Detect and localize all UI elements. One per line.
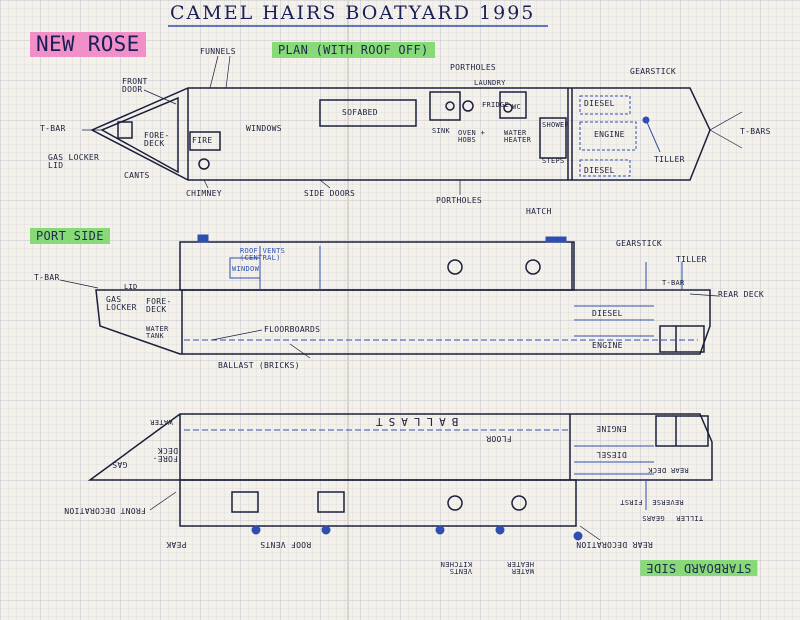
label-first: FIRST	[620, 498, 643, 506]
label-oven-hobs: OVEN + HOBS	[458, 129, 486, 144]
label-gas-starboard: GAS	[112, 460, 128, 469]
section-port: PORT SIDE	[30, 228, 110, 244]
label-vents-kitchen: VENTS KITCHEN	[440, 560, 472, 575]
port-leaders	[59, 279, 719, 359]
label-water-tank: WATER TANK	[146, 325, 169, 340]
label-steps: STEPS	[542, 157, 565, 165]
label-diesel-starboard: DIESEL	[596, 450, 627, 459]
label-fore-deck-starboard: FORE-DECK	[152, 446, 178, 463]
label-portholes: PORTHOLES	[436, 196, 483, 205]
port-side-details	[184, 234, 698, 341]
label-diesel-plan-bottom: DIESEL	[584, 166, 615, 175]
label-wc: WC	[512, 103, 522, 111]
label-front-door: FRONT DOOR	[122, 77, 148, 94]
label-chimney: CHIMNEY	[186, 189, 222, 198]
label-floorboards: FLOORBOARDS	[264, 325, 321, 334]
label-floor-starboard: FLOOR	[486, 434, 512, 443]
label-side-doors: SIDE DOORS	[304, 189, 356, 198]
label-water-starboard: WATER	[150, 418, 173, 426]
label-diesel-port: DIESEL	[592, 309, 623, 318]
label-laundry: LAUNDRY	[474, 79, 506, 87]
label-fore-deck-port: FORE-DECK	[146, 297, 172, 314]
label-hatch: HATCH	[526, 207, 552, 216]
label-fire: FIRE	[192, 136, 213, 145]
label-tiller-starboard: TILLER	[676, 514, 704, 522]
label-sofabed: SOFABED	[342, 108, 378, 117]
starboard-side-view	[87, 413, 713, 527]
section-starboard: STARBOARD SIDE	[640, 560, 758, 576]
label-gearstick-plan: GEARSTICK	[630, 67, 677, 76]
label-windows: WINDOWS	[246, 124, 282, 133]
label-engine-plan: ENGINE	[594, 130, 625, 139]
label-reverse: REVERSE	[652, 498, 684, 506]
starboard-side-details	[184, 429, 654, 541]
label-gearstick-port: GEARSTICK	[616, 239, 663, 248]
label-t-bar-rear-port: T-BAR	[662, 279, 685, 287]
label-t-bars: T-BARS	[740, 127, 771, 136]
label-rear-deck-starboard: REAR DECK	[648, 466, 689, 474]
page-title: CAMEL HAIRS BOATYARD 1995	[170, 2, 536, 24]
label-diesel-plan-top: DIESEL	[584, 99, 615, 108]
label-rear-decoration: REAR DECORATION	[576, 540, 653, 549]
label-engine-port: ENGINE	[592, 341, 623, 350]
port-side-view	[95, 241, 711, 355]
label-roof-vents-central: ROOF VENTS (CENTRAL)	[240, 247, 286, 262]
label-water-heater-plan: WATER HEATER	[504, 129, 532, 144]
starboard-leaders	[149, 491, 601, 541]
boat-name: NEW ROSE	[30, 32, 146, 57]
label-cants: CANTS	[124, 171, 150, 180]
label-water-heater-starboard: WATER HEATER	[506, 560, 534, 575]
label-roof-vents-starboard: ROOF VENTS	[260, 540, 312, 549]
label-fore-deck-plan: FORE-DECK	[144, 131, 170, 148]
label-front-decoration: FRONT DECORATION	[64, 506, 146, 515]
label-ballast-starboard: BALLAST	[370, 415, 459, 428]
label-rear-deck-port: REAR DECK	[718, 290, 765, 299]
label-tiller-plan: TILLER	[654, 155, 685, 164]
section-plan: PLAN (WITH ROOF OFF)	[272, 42, 435, 58]
label-engine-starboard: ENGINE	[596, 424, 627, 433]
label-peak: PEAK	[166, 540, 187, 549]
label-fridge: FRIDGE	[482, 101, 510, 109]
label-sink: SINK	[432, 127, 451, 135]
label-funnels: FUNNELS	[200, 47, 236, 56]
label-window-port: WINDOW	[232, 265, 260, 273]
label-tiller-port: TILLER	[676, 255, 707, 264]
label-gas-locker-port: GAS LOCKER	[106, 295, 137, 312]
label-t-bar-plan: T-BAR	[40, 124, 66, 133]
label-gears: GEARS	[642, 514, 665, 522]
label-gas-locker-lid: GAS LOCKER LID	[48, 153, 100, 170]
label-shower: SHOWER	[542, 121, 570, 129]
label-ballast-bricks: BALLAST (BRICKS)	[218, 361, 300, 370]
plan-leaders	[82, 55, 743, 195]
label-lid-port: LID	[124, 283, 138, 291]
plan-dashes	[579, 95, 661, 177]
label-t-bar-port: T-BAR	[34, 273, 60, 282]
label-portholes-top: PORTHOLES	[450, 63, 497, 72]
